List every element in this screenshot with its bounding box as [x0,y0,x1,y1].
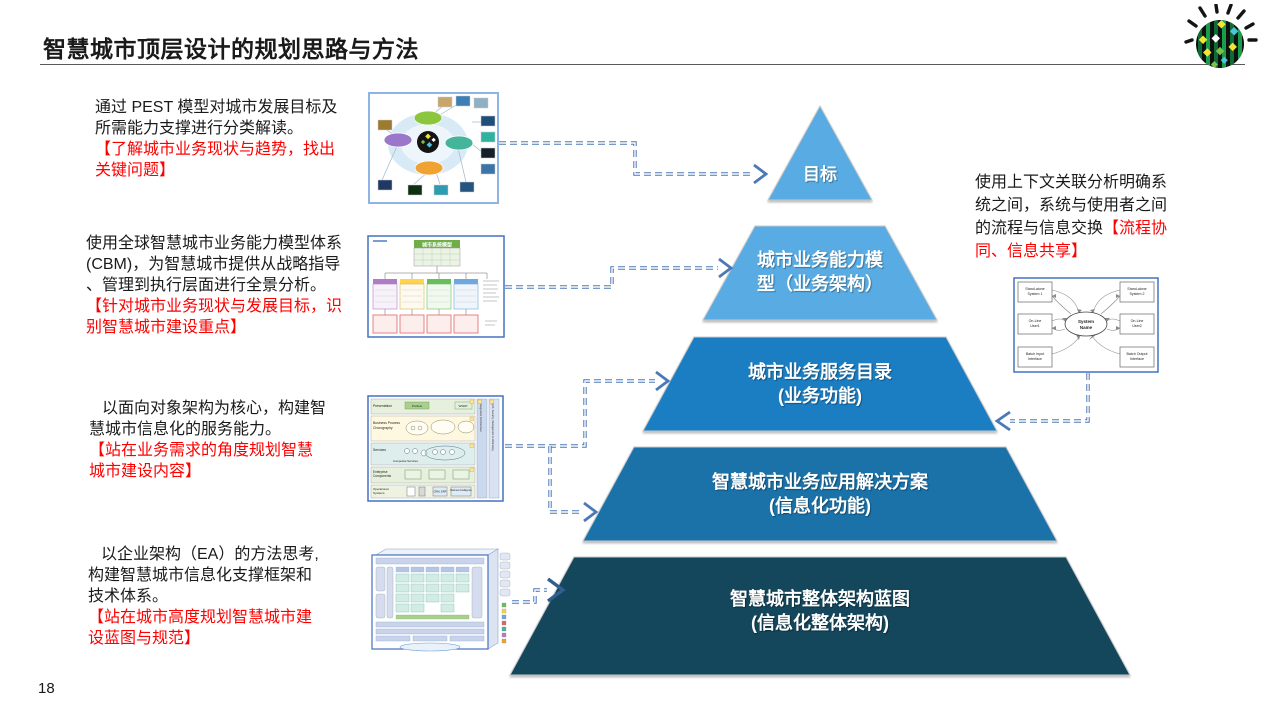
soa-composite-services: Composite Services [393,459,418,463]
context-box-label: Interface [1028,357,1042,361]
note-context-line: 使用上下文关联分析明确系 [975,174,1168,191]
note-cbm-line: 、管理到执行层面进行全景分析。 [86,277,327,294]
cbm-mid-tables [372,279,479,310]
note-cbm-line: 使用全球智慧城市业务能力模型体系 [86,235,343,252]
soa-portlets: Portlets [412,404,423,408]
soa-business-intelligence: Business Intelligence [450,489,472,492]
soa-row-label: Systems [373,491,385,495]
note-soa-highlight: 【站在业务需求的角度规划智慧 [89,442,314,459]
system-name-label: System [1078,319,1094,324]
note-cbm-line: (CBM)，为智慧城市提供从战略指导 [86,256,341,273]
slide-title: 智慧城市顶层设计的规划思路与方法 [43,36,419,62]
note-context-line: 的流程与信息交换【流程协 [975,220,1168,237]
note-ea-line: 构建智慧城市信息化支撑框架和 [88,567,313,584]
pyramid-level-capability-model [702,225,938,321]
note-cbm-highlight: 别智慧城市建设重点】 [86,319,247,336]
note-soa-highlight: 城市建设内容】 [89,463,202,480]
thumbnail-soa-architecture-diagram: Presentation Portlets WSRP Business Proc… [367,395,504,502]
thumbnail-city-vision-diagram [368,92,499,204]
context-box-label: Batch Output [1127,352,1148,356]
note-context-highlight: 同、信息共享】 [975,243,1088,260]
note-ea: 以企业架构（EA）的方法思考, 构建智慧城市信息化支撑框架和 技术体系。 【站在… [88,544,319,649]
context-box-label: Interface [1130,357,1144,361]
cbm-bottom-tables [372,314,479,334]
soa-row-label: Components [373,474,391,478]
soa-row-label: Services [373,448,386,452]
context-box-label: User1 [1030,324,1040,328]
page-number: 18 [38,680,55,697]
note-cbm: 使用全球智慧城市业务能力模型体系 (CBM)，为智慧城市提供从战略指导 、管理到… [86,233,342,338]
context-box-label: Batch Input [1026,352,1044,356]
note-pest-line: 通过 PEST 模型对城市发展目标及 [95,99,338,116]
note-context-line: 统之间，系统与使用者之间 [975,197,1168,214]
context-box-label: On-Line [1029,319,1042,323]
thumbnail-ea-blueprint-diagram [371,548,511,652]
cbm-title: 城市系统模型 [422,242,452,249]
context-box-label: System 1 [1028,292,1043,296]
context-box-label: User2 [1132,324,1142,328]
note-soa-line: 慧城市信息化的服务能力。 [89,421,282,438]
soa-row-label: Presentation [373,404,392,408]
note-ea-line: 以企业架构（EA）的方法思考, [101,546,319,563]
thumbnail-system-context-diagram: System Name Stand-alone System 1 Stand-a… [1013,277,1159,373]
note-context: 使用上下文关联分析明确系 统之间，系统与使用者之间 的流程与信息交换【流程协 同… [975,171,1167,263]
note-soa-line: 以面向对象架构为核心，构建智 [102,400,327,417]
note-pest-line: 所需能力支撑进行分类解读。 [95,120,304,137]
pyramid-level-goal [767,104,873,201]
context-box-label: Stand-alone [1127,287,1146,291]
soa-row-label: Enterprise [373,470,388,474]
pyramid-label-service-catalog: 城市业务服务目录 (业务功能) [748,362,892,406]
pyramid-level-blueprint [509,556,1131,676]
photo-tiles [377,95,496,196]
context-box-label: On-Line [1131,319,1144,323]
soa-row-label: Chorography [373,426,393,430]
note-ea-line: 技术体系。 [88,588,169,605]
soa-crm-erp: CRM, ERP [434,490,447,494]
pyramid-level-app-solution [582,446,1058,542]
soa-wsrp: WSRP [459,404,468,408]
note-pest: 通过 PEST 模型对城市发展目标及 所需能力支撑进行分类解读。 【了解城市业务… [95,97,337,181]
note-ea-highlight: 设蓝图与规范】 [88,630,201,647]
context-box-label: Stand-alone [1025,287,1044,291]
pyramid-label-capability-model: 城市业务能力模 型（业务架构） [757,250,883,294]
soa-bar-qos: QoS, Security, Management & Monitoring [491,403,495,451]
soa-row-label: Operational [373,487,389,491]
smarter-planet-logo-icon [1184,4,1258,68]
mini-globe-icon [417,131,439,153]
pyramid-label-goal: 目标 [803,165,837,184]
note-ea-highlight: 【站在城市高度规划智慧城市建 [88,609,313,626]
pyramid-label-blueprint: 智慧城市整体架构蓝图 (信息化整体架构) [730,589,910,633]
pyramid-label-app-solution: 智慧城市业务应用解决方案 (信息化功能) [712,472,928,516]
title-divider [40,64,1245,65]
note-pest-highlight: 【了解城市业务现状与趋势，找出 [95,141,336,158]
soa-bar-integration: Integration Architecture [479,403,483,432]
note-soa: 以面向对象架构为核心，构建智 慧城市信息化的服务能力。 【站在业务需求的角度规划… [89,398,326,482]
thumbnail-cbm-model-diagram: 城市系统模型 [367,235,505,338]
note-cbm-highlight: 【针对城市业务现状与发展目标，识 [86,298,343,315]
context-box-label: System 2 [1130,292,1145,296]
system-name-label: Name [1080,325,1093,330]
note-pest-highlight: 关键问题】 [95,162,176,179]
soa-row-label: Business Process [373,421,400,425]
